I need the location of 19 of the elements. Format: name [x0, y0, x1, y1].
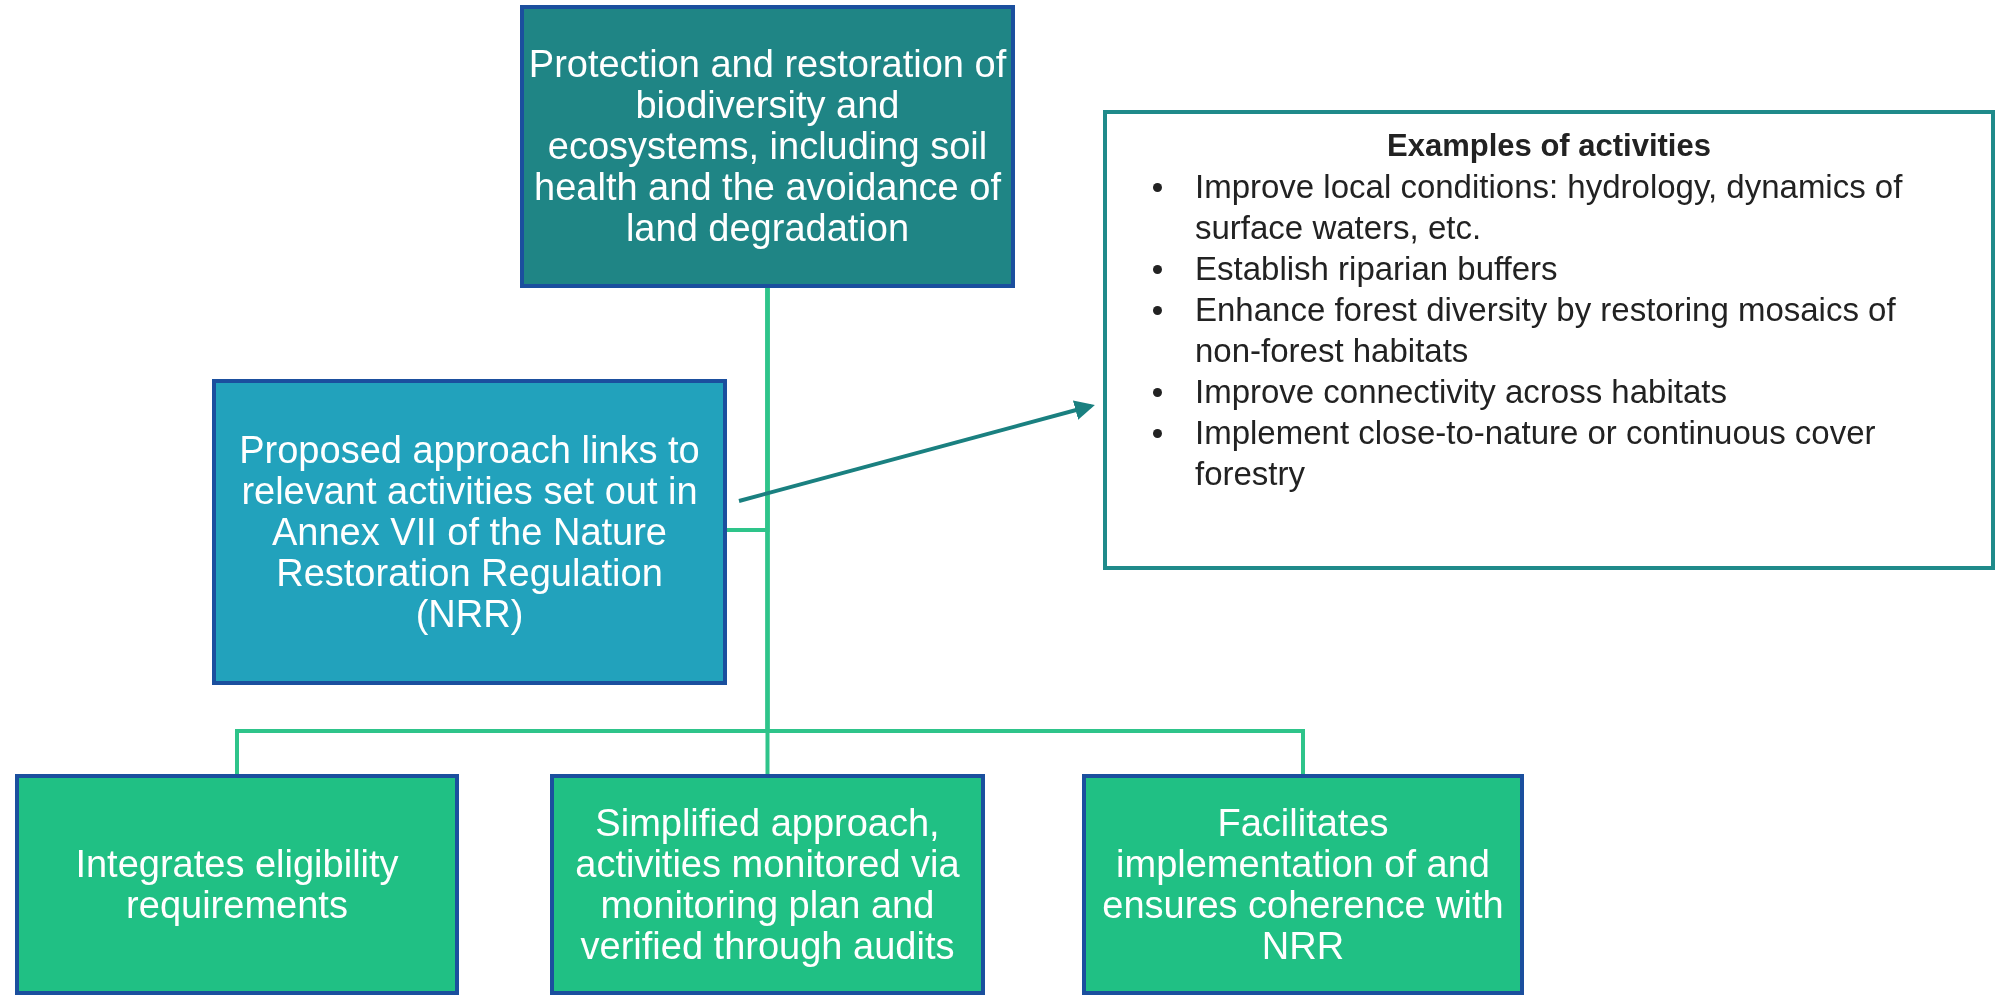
- process-box: [550, 774, 985, 995]
- arrow: [738, 400, 1095, 503]
- box-text: Integrates eligibility requirements: [74, 843, 400, 926]
- list-item: Improve connectivity across habitats: [1195, 372, 1727, 412]
- connector-line: [765, 288, 1305, 774]
- list-item: Establish riparian buffers: [1195, 249, 1558, 289]
- examples-box: [1103, 110, 1995, 570]
- box-text: Facilitates implementation of and ensures coherence with NRR: [1101, 802, 1505, 967]
- box-text: Proposed approach links to relevant activities set out in Annex VII of the Nature Restoration Regulation (NRR): [238, 429, 701, 635]
- list-item: Implement close-to-nature or continuous cover forestry: [1195, 413, 1877, 494]
- process-box: [15, 774, 459, 995]
- box-text: Protection and restoration of biodiversity and ecosystems, including soil health and the avoidance of land degradation: [528, 44, 1007, 249]
- box-text: Simplified approach, activities monitored via monitoring plan and verified through audits: [574, 802, 961, 967]
- process-box: [1082, 774, 1524, 995]
- process-box: [520, 5, 1015, 288]
- list-item: Enhance forest diversity by restoring mosaics of non-forest habitats: [1195, 290, 1897, 371]
- box-heading: Examples of activities: [1386, 127, 1712, 165]
- list-item: Improve local conditions: hydrology, dynamics of surface waters, etc.: [1195, 167, 1904, 248]
- process-box: [212, 379, 727, 685]
